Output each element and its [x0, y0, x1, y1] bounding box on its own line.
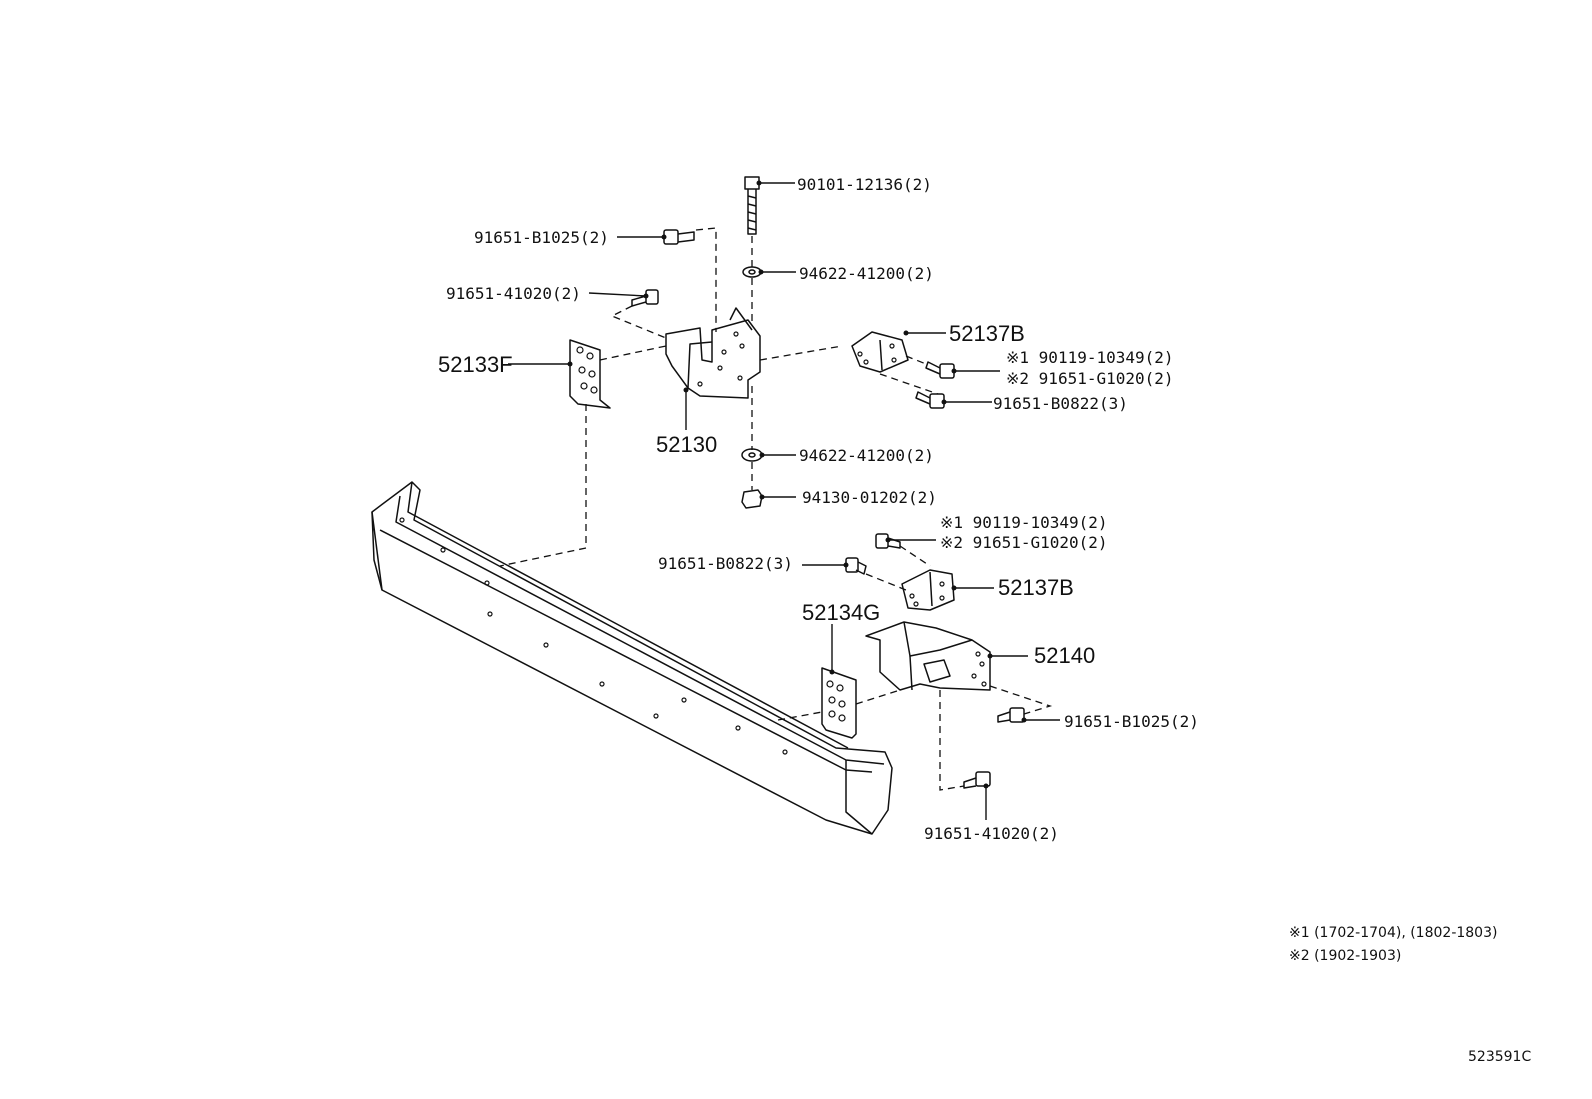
diagram-id: 523591C	[1468, 1049, 1531, 1065]
washer-94622-upper-icon[interactable]	[742, 266, 762, 278]
assembly-dashed-lines	[499, 227, 1053, 791]
label-washer-94622-lower: 94622-41200(2)	[799, 446, 934, 465]
label-52140: 52140	[1034, 643, 1095, 668]
label-bolt-91651-b0822-lower: 91651-B0822(3)	[658, 554, 793, 573]
bracket-52140[interactable]	[865, 621, 991, 691]
label-note2-upper: ※2 91651-G1020(2)	[1006, 369, 1174, 388]
label-52130: 52130	[656, 432, 717, 457]
label-bolt-91651-b1025-upper: 91651-B1025(2)	[474, 228, 609, 247]
bracket-52137b-upper[interactable]	[851, 331, 909, 373]
label-bolt-91651-b0822-upper: 91651-B0822(3)	[993, 394, 1128, 413]
label-note1-upper: ※1 90119-10349(2)	[1006, 348, 1174, 367]
label-bolt-91651-b1025-lower: 91651-B1025(2)	[1064, 712, 1199, 731]
label-bolt-90101-12136: 90101-12136(2)	[797, 175, 932, 194]
plate-52134g[interactable]	[821, 667, 857, 739]
label-nut-94130: 94130-01202(2)	[802, 488, 937, 507]
label-bolt-91651-41020-lower: 91651-41020(2)	[924, 824, 1059, 843]
bolt-91651-b1025-upper-icon[interactable]	[663, 229, 695, 245]
footnote-1: ※1 (1702-1704), (1802-1803)	[1289, 925, 1497, 941]
bracket-52130[interactable]	[665, 307, 761, 399]
bolt-note-upper-icon[interactable]	[925, 361, 955, 379]
bolt-90101-12136-icon[interactable]	[744, 176, 760, 235]
label-52137b-upper: 52137B	[949, 321, 1025, 346]
bolt-91651-41020-lower-icon[interactable]	[963, 771, 991, 789]
leader-lines	[508, 180, 1060, 820]
bolt-91651-b0822-lower-icon[interactable]	[845, 557, 867, 575]
footnote-2: ※2 (1902-1903)	[1289, 948, 1401, 964]
bumper-bar[interactable]	[371, 481, 893, 835]
bolt-91651-b0822-upper-icon[interactable]	[915, 391, 945, 409]
label-note2-lower: ※2 91651-G1020(2)	[940, 533, 1108, 552]
label-52133f: 52133F	[438, 352, 513, 377]
plate-52133f[interactable]	[569, 339, 611, 409]
label-washer-94622-upper: 94622-41200(2)	[799, 264, 934, 283]
label-52137b-lower: 52137B	[998, 575, 1074, 600]
nut-94130-icon[interactable]	[741, 489, 763, 509]
washer-94622-lower-icon[interactable]	[741, 448, 763, 462]
label-52134g: 52134G	[802, 600, 880, 625]
bolt-91651-b1025-lower-icon[interactable]	[997, 707, 1025, 723]
label-bolt-91651-41020-upper: 91651-41020(2)	[446, 284, 581, 303]
bracket-52137b-lower[interactable]	[901, 569, 955, 611]
label-note1-lower: ※1 90119-10349(2)	[940, 513, 1108, 532]
